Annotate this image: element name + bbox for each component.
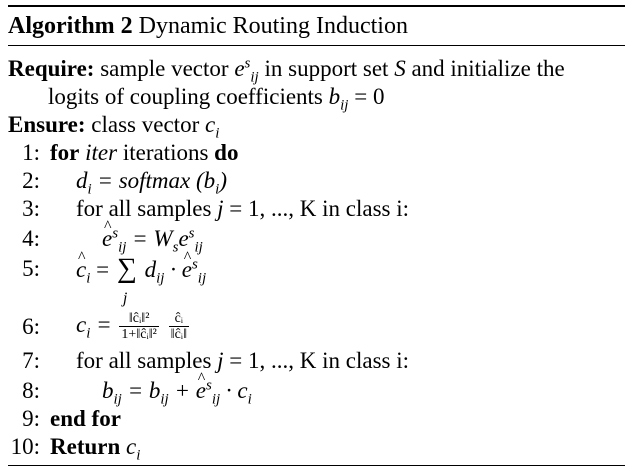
step-5: ci = ∑j dij · esij [76,243,207,308]
step-2: di = softmax (bi) [76,166,227,198]
ensure-keyword: Ensure: [8,112,86,137]
step-number: 6: [22,314,40,339]
step-10: Return ci [50,432,141,464]
e-hat-symbol: esij [102,212,126,255]
iterations-text: iterations [122,140,209,165]
iter-symbol: iter [85,140,118,165]
squash-fraction-2: ĉᵢ ‖ĉᵢ‖ [168,311,190,343]
step-number: 9: [22,406,40,431]
algorithm-title: Algorithm 2 Dynamic Routing Induction [8,13,408,40]
require-text-3: and initialize the [411,56,565,81]
do-keyword: do [214,140,239,165]
softmax-expression: = softmax (bi) [97,168,227,198]
step-4: esij = Wsesij [102,212,203,256]
return-keyword: Return [50,434,121,459]
j-symbol: j [217,196,224,221]
algorithm-name: Dynamic Routing Induction [138,13,408,39]
for-keyword: for [50,140,80,165]
step-9: end for [50,404,121,434]
ensure-line: Ensure: class vector ci [8,110,220,142]
summation-icon: ∑j [116,253,137,308]
class-vector-symbol: ci [204,112,220,142]
end-for-keyword: end for [50,406,121,431]
transform-expression: = Wsesij [132,225,203,256]
algorithm-label: Algorithm 2 [8,13,133,39]
title-rule [8,45,625,46]
step-number: 5: [22,256,40,281]
ensure-text: class vector [91,112,200,137]
step-number: 4: [22,226,40,251]
require-line-1: Require: sample vector esij in support s… [8,54,565,86]
require-line-2: logits of coupling coefficients bij = 0 [48,82,385,114]
require-text-2: in support set [264,56,389,81]
range-text: = 1, ..., K in class i: [229,348,410,373]
step-number: 3: [22,196,40,221]
d-symbol: di [76,168,92,198]
c-hat-symbol: ci [76,243,90,286]
step-number: 7: [22,348,40,373]
step-7: for all samples j = 1, ..., K in class i… [76,346,409,376]
equals-sign: = [96,257,110,282]
j-symbol: j [217,348,224,373]
return-vector-symbol: ci [126,434,141,464]
require-text-4: logits of coupling coefficients [48,84,323,109]
b-update-lhs: bij [102,378,122,408]
logit-value: = 0 [354,84,385,109]
step-number: 1: [22,140,40,165]
weighted-sum-expression: dij · esij [145,243,207,286]
support-set-symbol: S [394,56,406,81]
for-all-samples-text: for all samples [76,348,212,373]
range-text: = 1, ..., K in class i: [229,196,410,221]
require-keyword: Require: [8,56,95,81]
step-number: 10: [10,434,40,459]
step-number: 8: [22,378,40,403]
logit-symbol: bij [328,84,349,114]
step-6: ci = ‖ĉᵢ‖² 1+‖ĉᵢ‖² ĉᵢ ‖ĉᵢ‖ [76,310,191,342]
step-8: bij = bij + esij · ci [102,364,252,408]
for-all-samples-text: for all samples [76,196,212,221]
squash-fraction-1: ‖ĉᵢ‖² 1+‖ĉᵢ‖² [119,311,159,343]
b-update-expression: = bij + esij · ci [128,364,252,407]
bottom-rule [8,465,625,466]
squash-lhs: ci = [76,312,112,342]
sample-vector-symbol: esij [234,55,259,86]
step-3: for all samples j = 1, ..., K in class i… [76,194,409,224]
require-text-1: sample vector [100,56,229,81]
step-1: for iter iterations do [50,138,238,168]
top-rule [8,5,625,7]
step-number: 2: [22,168,40,193]
